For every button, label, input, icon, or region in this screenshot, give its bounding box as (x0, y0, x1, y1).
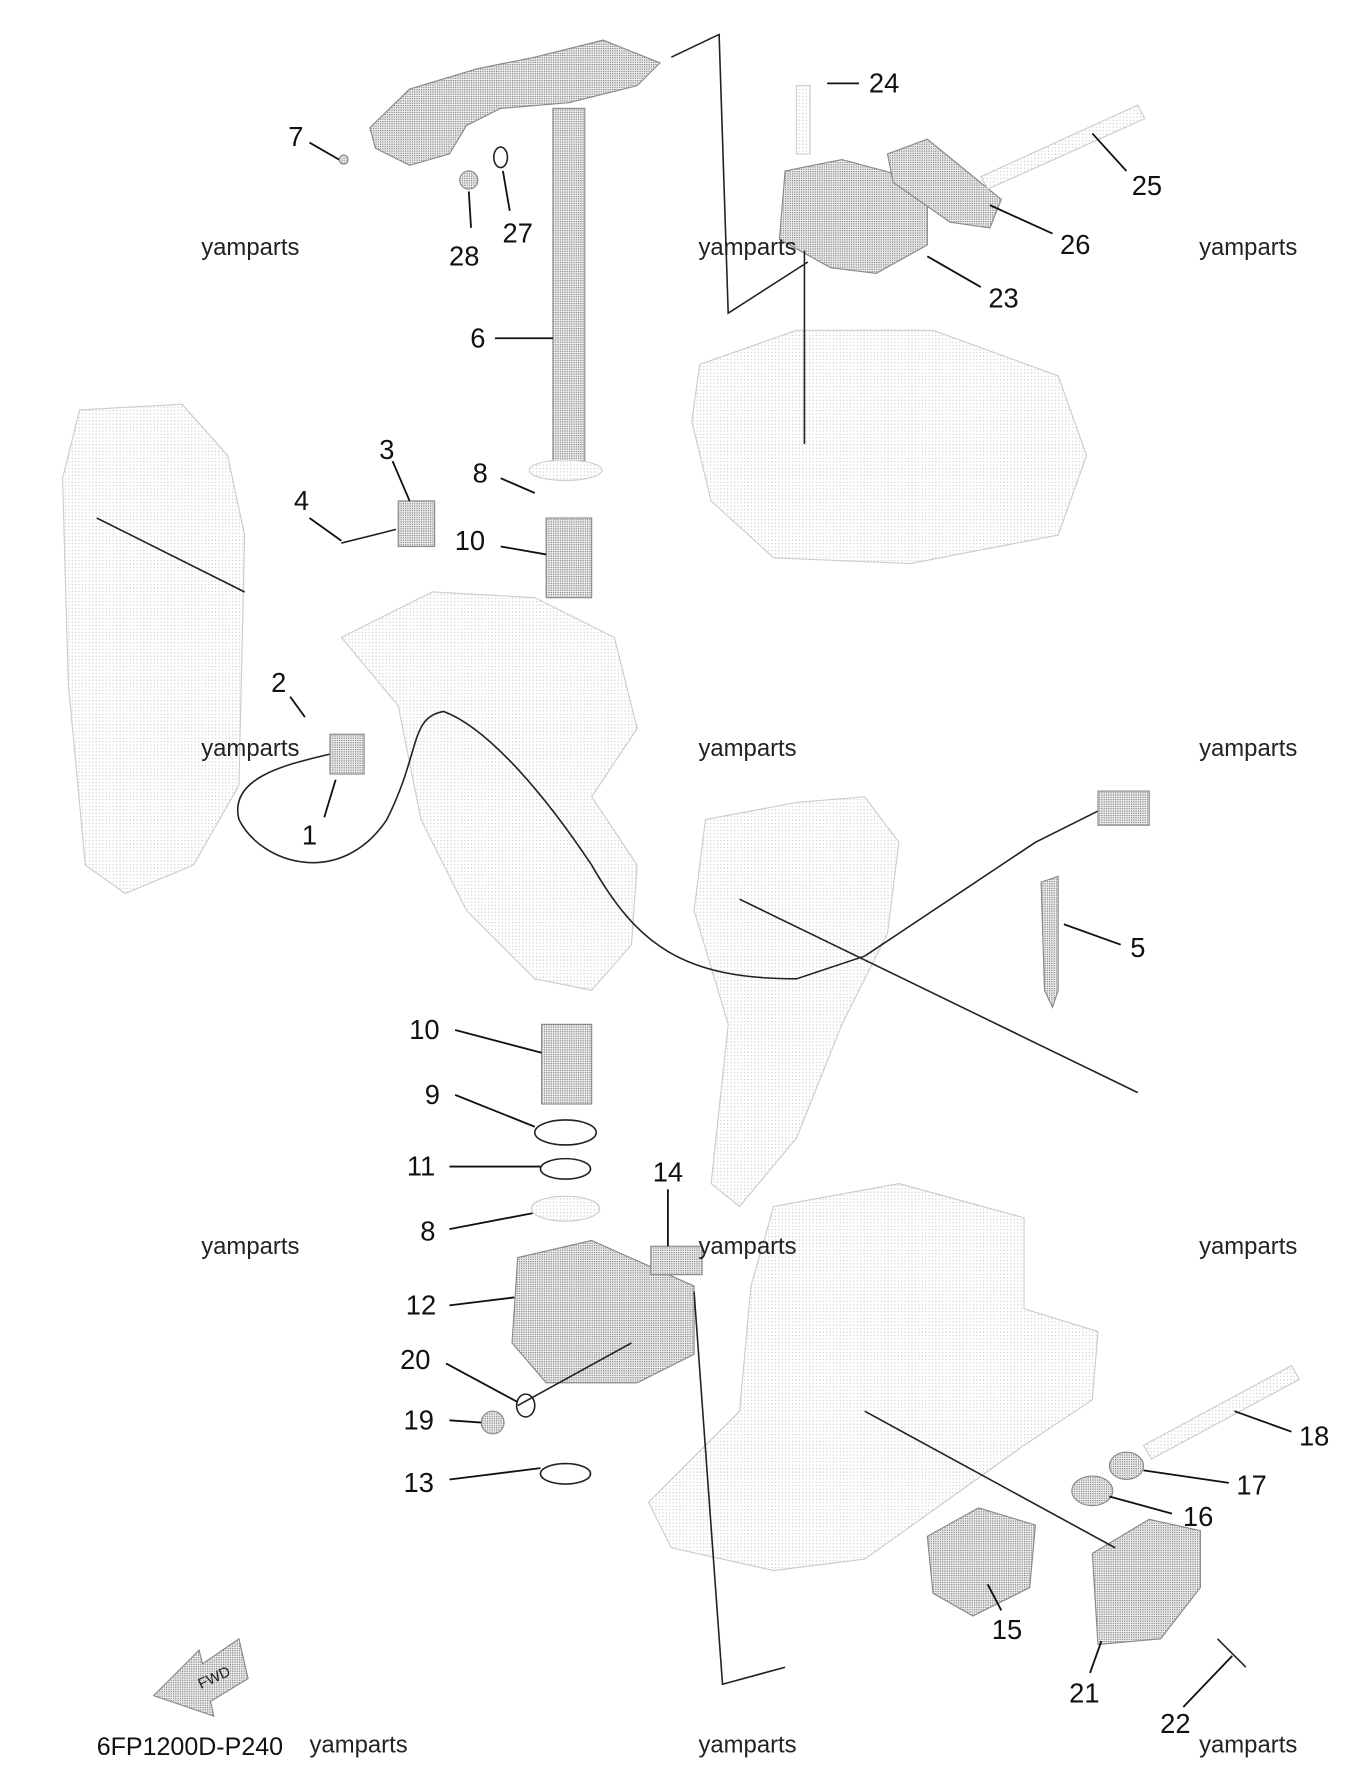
diagram-code: 6FP1200D-P240 (97, 1733, 283, 1761)
callout-10-bottom: 10 (409, 1014, 439, 1045)
callout-14: 14 (653, 1156, 683, 1187)
watermark: yamparts (201, 1233, 299, 1260)
leader-lines (289, 82, 1292, 1708)
washer-8-top (528, 459, 603, 482)
callout-7: 7 (288, 121, 303, 152)
callout-22: 22 (1160, 1708, 1190, 1739)
callout-2: 2 (271, 667, 286, 698)
assembly-line (739, 898, 1139, 1094)
callout-28: 28 (449, 240, 479, 271)
assembly-line (670, 33, 809, 315)
callout-21: 21 (1069, 1677, 1099, 1708)
watermark: yamparts (698, 1233, 796, 1260)
washer-9 (533, 1119, 598, 1146)
fwd-arrow-icon: FWD (152, 1637, 249, 1718)
assembly-line (864, 1410, 1116, 1549)
callout-20: 20 (400, 1344, 430, 1375)
callout-13: 13 (404, 1467, 434, 1498)
callout-1: 1 (302, 820, 317, 851)
assembly-line (96, 517, 245, 593)
o-ring-13 (539, 1462, 592, 1485)
o-ring-27 (493, 146, 509, 169)
trim-sensor-1 (329, 733, 365, 775)
watermarks: yamparts yamparts yamparts yamparts yamp… (201, 234, 1297, 1758)
watermark: yamparts (698, 735, 796, 762)
lower-casing (647, 1183, 1099, 1572)
bolt-18 (1142, 1364, 1301, 1460)
washer-8-bottom (530, 1195, 601, 1222)
cable-tie-5 (1040, 875, 1059, 1009)
callout-15: 15 (992, 1614, 1022, 1645)
watermark: yamparts (201, 234, 299, 261)
watermark: yamparts (698, 1732, 796, 1759)
callout-12: 12 (406, 1289, 436, 1320)
bracket-left (62, 403, 246, 895)
callout-3: 3 (379, 434, 394, 465)
watermark: yamparts (201, 735, 299, 762)
cap-19 (480, 1410, 505, 1435)
watermark: yamparts (1199, 735, 1297, 762)
callout-9: 9 (425, 1079, 440, 1110)
steering-shaft (552, 107, 586, 462)
callout-23: 23 (988, 283, 1018, 314)
bush-10-bottom (541, 1023, 593, 1105)
callout-26: 26 (1060, 229, 1090, 260)
upper-casing (691, 329, 1088, 565)
steering-arm (369, 39, 661, 166)
bolt-24 (795, 85, 811, 155)
lower-mount-12 (511, 1239, 695, 1384)
pin-4 (341, 528, 397, 544)
screw-7 (338, 154, 349, 165)
watermark: yamparts (698, 234, 796, 261)
callout-18: 18 (1299, 1420, 1329, 1451)
callout-17: 17 (1236, 1469, 1266, 1500)
gasket (886, 138, 1002, 229)
callout-16: 16 (1183, 1501, 1213, 1532)
mount-rubber-15 (926, 1507, 1037, 1617)
assembly-line (517, 1342, 632, 1407)
bracket-right (693, 796, 900, 1208)
watermark: yamparts (309, 1732, 407, 1759)
sensor-wire (236, 710, 1105, 980)
watermark: yamparts (1199, 234, 1297, 261)
washer-16 (1071, 1475, 1114, 1507)
callout-10-top: 10 (455, 525, 485, 556)
watermark: yamparts (1199, 1233, 1297, 1260)
callout-27: 27 (503, 218, 533, 249)
bush-10-top (545, 517, 593, 599)
connector (1097, 790, 1150, 826)
washer-17 (1108, 1451, 1145, 1481)
damper-14 (650, 1245, 703, 1276)
cap-28 (459, 170, 479, 190)
callout-5: 5 (1130, 932, 1145, 963)
callout-25: 25 (1132, 170, 1162, 201)
watermark: yamparts (1199, 1732, 1297, 1759)
callout-6: 6 (470, 322, 485, 353)
long-bolt-top (980, 104, 1146, 190)
callout-11: 11 (407, 1151, 435, 1182)
callout-8-bottom: 8 (420, 1216, 435, 1247)
steering-housing (340, 591, 638, 991)
o-ring-20 (515, 1393, 536, 1418)
grease-fitting-bracket (778, 159, 928, 274)
callout-4: 4 (294, 485, 309, 516)
bolt-22 (1216, 1638, 1247, 1668)
callout-24: 24 (869, 67, 899, 98)
callout-19: 19 (404, 1404, 434, 1435)
assembly-line (693, 1291, 786, 1686)
cover-21 (1091, 1518, 1201, 1646)
o-ring-11 (539, 1157, 592, 1180)
clamp-3 (397, 500, 436, 548)
callout-8-top: 8 (473, 458, 488, 489)
